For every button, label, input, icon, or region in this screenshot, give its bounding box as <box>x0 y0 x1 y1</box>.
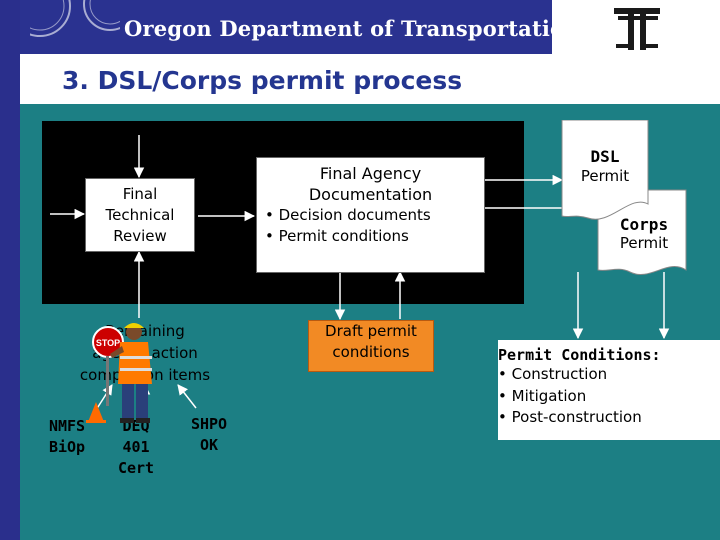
nmfs-line-1: NMFS <box>48 417 86 435</box>
shpo-label: SHPO OK <box>176 414 242 456</box>
deq-line-2: 401 <box>122 438 150 456</box>
permit-condition-item: • Construction <box>498 365 608 383</box>
draft-line-1: Draft permit <box>325 322 417 340</box>
corps-permit-title: Corps <box>619 215 669 234</box>
documentation-bullets: • Decision documents • Permit conditions <box>257 205 484 247</box>
documentation-heading-line-2: Documentation <box>308 185 433 204</box>
final-technical-review-line-3: Review <box>113 226 167 245</box>
permit-conditions-box: Permit Conditions: • Construction • Miti… <box>498 340 720 440</box>
stop-sign-text: STOP <box>96 338 120 348</box>
page-title: 3. DSL/Corps permit process <box>62 66 463 95</box>
permit-documents <box>561 120 687 275</box>
arrow-nmfs-to-pending <box>95 384 113 411</box>
draft-permit-conditions-box: Draft permit conditions <box>308 320 434 372</box>
nmfs-label: NMFS BiOp <box>36 416 98 458</box>
permit-condition-item: • Mitigation <box>498 386 587 405</box>
final-agency-documentation-box: Final Agency Documentation • Decision do… <box>256 157 485 273</box>
dsl-permit-subtitle: Permit <box>580 167 630 185</box>
odot-logo <box>552 0 720 54</box>
permit-condition-item: • Post-construction <box>498 408 642 426</box>
dsl-permit-title: DSL <box>590 147 620 166</box>
odot-logo-icon <box>614 8 660 50</box>
deq-label: DEQ 401 Cert <box>108 416 164 479</box>
left-accent-bar <box>0 0 20 540</box>
deq-line-3: Cert <box>117 459 155 477</box>
arrow-shpo-to-pending <box>177 384 197 409</box>
agency-name: Oregon Department of Transportation <box>124 16 580 41</box>
documentation-bullet: • Permit conditions <box>265 227 409 245</box>
construction-worker-stop-icon: STOP <box>86 323 152 423</box>
final-technical-review-box: Final Technical Review <box>85 178 195 252</box>
corps-permit-subtitle: Permit <box>619 234 669 252</box>
documentation-bullet: • Decision documents <box>265 206 431 224</box>
final-technical-review-line-1: Final <box>122 184 158 203</box>
shpo-line-1: SHPO <box>190 415 228 433</box>
documentation-heading-line-1: Final Agency <box>319 164 422 183</box>
draft-line-2: conditions <box>332 343 410 361</box>
final-technical-review-line-2: Technical <box>105 205 175 224</box>
title-bar <box>20 54 720 104</box>
permit-conditions-list: • Construction • Mitigation • Post-const… <box>498 364 720 429</box>
permit-conditions-heading: Permit Conditions: <box>498 346 661 364</box>
pending-line-1: Remaining <box>105 322 185 340</box>
state-seal-icon <box>30 0 120 37</box>
corps-permit-document <box>597 189 687 275</box>
shpo-line-2: OK <box>199 436 219 454</box>
dsl-permit-document <box>561 120 649 220</box>
nmfs-line-2: BiOp <box>48 438 86 456</box>
